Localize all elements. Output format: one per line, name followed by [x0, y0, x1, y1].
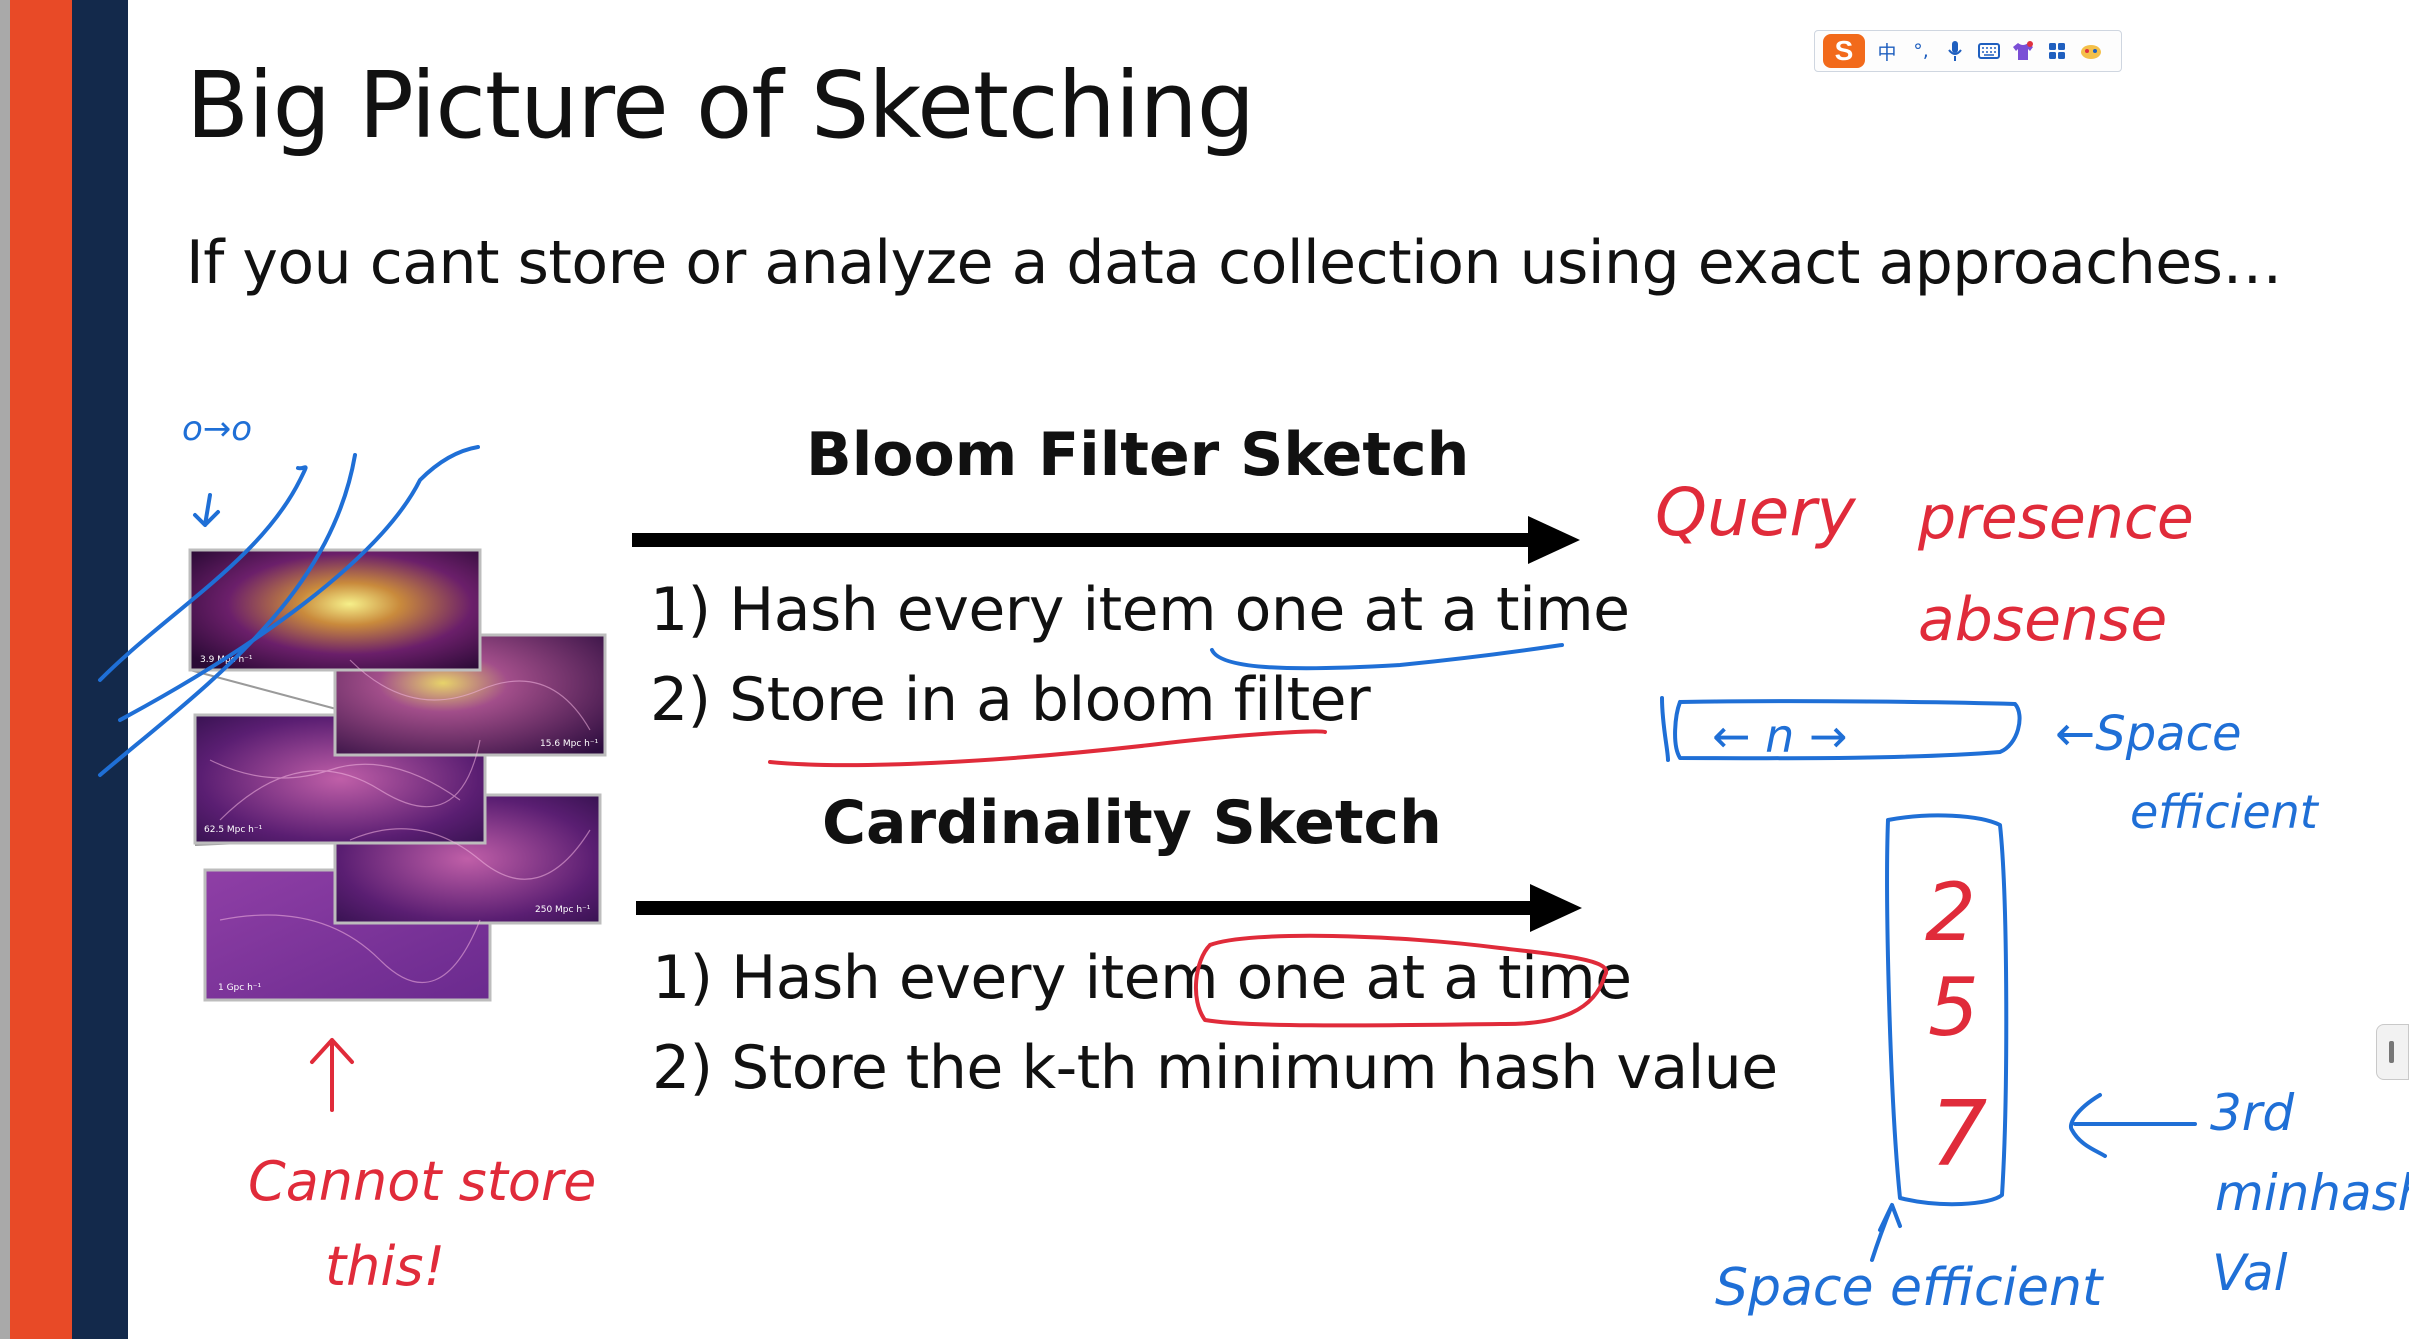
ink-3rd-minhash-line2: minhash [2215, 1164, 2409, 1222]
slide-title: Big Picture of Sketching [186, 52, 1255, 159]
ink-data-stream-label: o→o [182, 409, 252, 449]
cardinality-title: Cardinality Sketch [822, 788, 1442, 858]
navy-side-stripe [72, 0, 128, 1339]
ink-absense-label: absense [1918, 585, 2167, 655]
ink-kmv-value-1: 2 [1925, 866, 1976, 959]
cardinality-arrow-head [1530, 884, 1582, 932]
cardinality-step-2: 2) Store the k-th minimum hash value [652, 1033, 1778, 1103]
down-arrow-icon [193, 493, 220, 527]
bloom-step-1: 1) Hash every item one at a time [650, 575, 1630, 645]
bloom-arrow-shaft [632, 533, 1538, 547]
ime-punctuation-button[interactable]: °, [1913, 40, 1929, 62]
orange-side-stripe [0, 0, 72, 1339]
ink-cannot-store-line2: this! [325, 1235, 445, 1298]
ink-pointer-up-to-kmv [1870, 1203, 1902, 1262]
bloom-filter-title: Bloom Filter Sketch [806, 420, 1470, 490]
panel-label-3: 62.5 Mpc h⁻¹ [204, 825, 263, 835]
side-panel-handle[interactable] [2376, 1024, 2409, 1080]
ime-chinese-mode-button[interactable]: 中 [1877, 41, 1897, 64]
ink-stroke-1 [98, 465, 308, 682]
bloom-arrow-head [1528, 516, 1580, 564]
ink-bit-array-box [1673, 699, 2022, 761]
ink-pointer-arrow-to-kmv [2069, 1093, 2197, 1158]
ink-kmv-box [1885, 813, 2009, 1207]
window-edge [0, 0, 10, 1339]
keyboard-icon[interactable] [1977, 38, 2001, 64]
ink-stroke-3 [118, 445, 480, 722]
ink-query-label: Query [1655, 474, 1857, 551]
ink-presence-label: presence [1917, 483, 2194, 553]
panel-label-2: 15.6 Mpc h⁻¹ [540, 739, 599, 749]
ink-3rd-minhash-line1: 3rd [2210, 1084, 2294, 1142]
ink-kmv-value-3: 7 [1930, 1082, 1987, 1187]
mic-icon[interactable] [1943, 38, 1967, 64]
up-arrow-icon [310, 1038, 354, 1112]
ink-stroke-2 [98, 453, 357, 777]
ink-underline-bloom-filter [768, 729, 1327, 768]
panel-label-4: 250 Mpc h⁻¹ [535, 905, 591, 915]
ink-space-efficient-2: Space efficient [1715, 1258, 2104, 1318]
ink-3rd-minhash-line3: Val [2212, 1244, 2288, 1302]
bloom-step-2: 2) Store in a bloom filter [650, 665, 1371, 735]
ink-bit-array-n-label: ← n → [1712, 709, 1847, 763]
cardinality-step-1: 1) Hash every item one at a time [652, 943, 1632, 1013]
panel-label-5: 1 Gpc h⁻¹ [218, 983, 262, 993]
ink-space-efficient-1a: ←Space [2055, 706, 2242, 762]
ink-circle-one-at-a-time [1193, 933, 1609, 1028]
cardinality-arrow-shaft [636, 901, 1542, 915]
ink-kmv-value-2: 5 [1928, 961, 1979, 1054]
apps-icon[interactable] [2045, 38, 2069, 64]
slide-subtitle: If you cant store or analyze a data coll… [186, 228, 2282, 298]
ime-logo-icon[interactable]: S [1823, 34, 1865, 68]
ink-bit-array-tick [1660, 696, 1670, 762]
ink-underline-one-at-a-time [1210, 643, 1564, 671]
shirt-icon[interactable] [2011, 38, 2035, 64]
ime-toolbar[interactable]: S 中 °, [1814, 30, 2122, 72]
ink-cannot-store-line1: Cannot store [248, 1150, 596, 1213]
ink-space-efficient-1b: efficient [2130, 785, 2320, 839]
skin-icon[interactable] [2079, 38, 2103, 64]
